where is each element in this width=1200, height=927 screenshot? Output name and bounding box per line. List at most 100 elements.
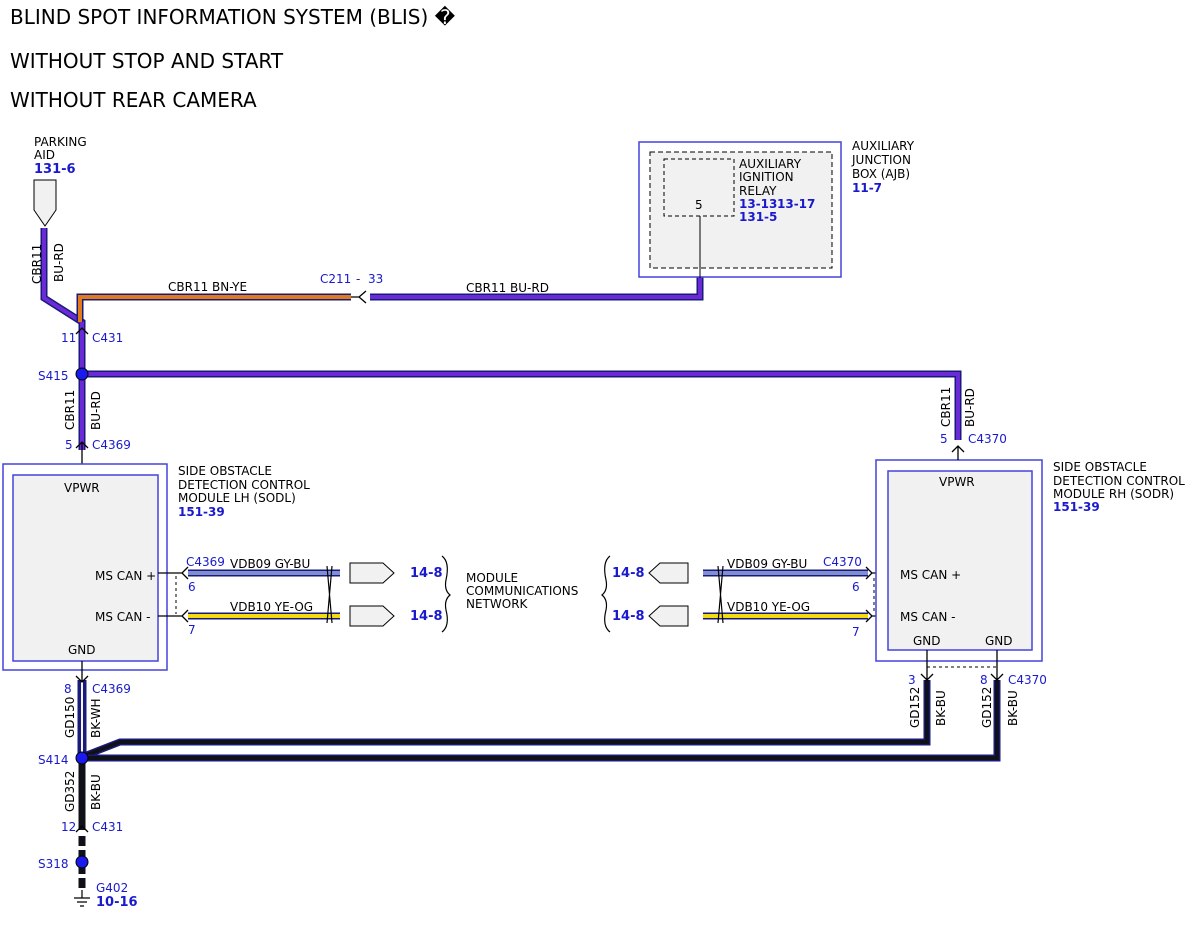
- c211-connector-icon: [351, 290, 367, 304]
- c211-dash: -: [356, 272, 360, 286]
- sodl-label: MODULE LH (SODL): [178, 491, 296, 505]
- relay-pin: 5: [695, 198, 703, 212]
- wire-cbr11-parking-aid: [40, 228, 86, 336]
- c4370-label: C4370: [968, 432, 1007, 446]
- twisted-pair-icon: [717, 565, 724, 624]
- relay-ref[interactable]: 13-13: [739, 197, 777, 211]
- network-pointer-icon: [349, 605, 395, 627]
- c4370-pin5: 5: [940, 432, 948, 446]
- sodr-vpwr: VPWR: [939, 475, 975, 489]
- wire-label-vdb10: VDB10 YE-OG: [230, 600, 313, 614]
- c4369-connector-icon: [75, 441, 89, 464]
- wire-label-gd152: GD152: [980, 687, 994, 728]
- c4369-pin8: 8: [64, 682, 72, 696]
- network-ref[interactable]: 14-8: [612, 566, 645, 581]
- parking-aid-label: PARKING: [34, 135, 87, 149]
- wire-label-bu-rd: BU-RD: [52, 243, 66, 282]
- relay-label: IGNITION: [739, 170, 794, 184]
- c4370-gnd-pin3-icon: [920, 650, 934, 681]
- network-ref[interactable]: 14-8: [410, 566, 443, 581]
- c4369-gnd-connector-icon: [75, 661, 89, 683]
- c4369-label: C4369: [92, 438, 131, 452]
- c4370-gnd-pin8-icon: [990, 650, 1004, 681]
- splice-s415-label: S415: [38, 369, 69, 383]
- page-subtitle-2: WITHOUT REAR CAMERA: [10, 88, 257, 112]
- parking-aid-ref[interactable]: 131-6: [34, 162, 76, 177]
- ajb-label: AUXILIARY: [852, 139, 915, 153]
- sodl-ms-can-minus: MS CAN -: [95, 610, 151, 624]
- ajb-label: JUNCTION: [851, 153, 911, 167]
- wire-label-bk-bu: BK-BU: [1006, 690, 1020, 726]
- wire-label-bk-wh: BK-WH: [89, 698, 103, 738]
- sodl-ref[interactable]: 151-39: [178, 505, 225, 519]
- network-ref[interactable]: 14-8: [410, 609, 443, 624]
- c4369-can-plus-icon: [158, 566, 189, 580]
- wire-cbr11-bu-rd-ajb: [370, 277, 704, 301]
- ajb-ref[interactable]: 11-7: [852, 181, 882, 195]
- splice-s415: [75, 367, 89, 381]
- c431-bottom-connector-icon: [75, 825, 89, 833]
- wire-label-cbr11: CBR11: [939, 387, 953, 427]
- c4369-can-minus-icon: [158, 609, 189, 623]
- splice-s414-label: S414: [38, 753, 69, 767]
- splice-s414: [75, 751, 89, 765]
- c4369-pin7: 7: [188, 623, 196, 637]
- splice-s318-label: S318: [38, 857, 69, 871]
- sodr-ms-can-plus: MS CAN +: [900, 568, 961, 582]
- c431-pin-bottom: 12: [61, 820, 76, 834]
- c431-label: C431: [92, 820, 123, 834]
- sodr-label: MODULE RH (SODR): [1053, 487, 1174, 501]
- ground-ref[interactable]: 10-16: [96, 895, 138, 910]
- twisted-pair-icon: [326, 565, 333, 624]
- wire-label-vdb10: VDB10 YE-OG: [727, 600, 810, 614]
- network-ref[interactable]: 14-8: [612, 609, 645, 624]
- c4369-label: C4369: [92, 682, 131, 696]
- relay-box: [663, 158, 735, 217]
- sodr-gnd-1: GND: [913, 634, 941, 648]
- wire-cbr11-bn-ye: [76, 293, 351, 322]
- c4370-pin7: 7: [852, 625, 860, 639]
- c4370-label: C4370: [823, 555, 862, 569]
- network-label: NETWORK: [466, 597, 529, 611]
- brace-icon: [441, 555, 451, 633]
- network-label: MODULE: [466, 571, 518, 585]
- parking-aid-label: AID: [34, 148, 55, 162]
- c211-label: C211: [320, 272, 351, 286]
- c4370-pin3: 3: [908, 673, 916, 687]
- wire-label-vdb09: VDB09 GY-BU: [230, 557, 310, 571]
- c4370-label: C4370: [1008, 673, 1047, 687]
- wire-label-cbr11: CBR11: [63, 390, 77, 430]
- relay-ref[interactable]: 131-5: [739, 210, 777, 224]
- c4369-label: C4369: [186, 555, 225, 569]
- c4370-pin6: 6: [852, 580, 860, 594]
- c431-connector-icon: [75, 327, 89, 335]
- ground-label: G402: [96, 881, 128, 895]
- relay-label: AUXILIARY: [739, 157, 802, 171]
- ground-icon: [74, 890, 90, 907]
- network-pointer-icon: [349, 562, 395, 584]
- relay-ref[interactable]: 13-17: [777, 197, 815, 211]
- page-title: BLIND SPOT INFORMATION SYSTEM (BLIS) �: [10, 5, 456, 29]
- wire-label-bk-bu: BK-BU: [89, 774, 103, 810]
- wire-label-cbr11-bn-ye: CBR11 BN-YE: [168, 280, 247, 294]
- splice-s318: [75, 855, 89, 869]
- wire-label-gd352: GD352: [63, 771, 77, 812]
- sodr-label: DETECTION CONTROL: [1053, 474, 1185, 488]
- ajb-label: BOX (AJB): [852, 167, 910, 181]
- sodl-label: SIDE OBSTACLE: [178, 464, 272, 478]
- wire-label-bu-rd: BU-RD: [963, 388, 977, 427]
- wire-label-cbr11: CBR11: [30, 244, 44, 284]
- c4369-pin5: 5: [65, 438, 73, 452]
- c211-pin: 33: [368, 272, 383, 286]
- c4370-pin8: 8: [980, 673, 988, 687]
- sodr-ref[interactable]: 151-39: [1053, 500, 1100, 514]
- wire-gd152-pin3: [82, 680, 931, 760]
- c431-label: C431: [92, 331, 123, 345]
- sodl-gnd: GND: [68, 643, 96, 657]
- page-subtitle-1: WITHOUT STOP AND START: [10, 49, 284, 73]
- parking-aid-connector-icon: [33, 179, 57, 227]
- wire-label-vdb09: VDB09 GY-BU: [727, 557, 807, 571]
- wire-label-bk-bu: BK-BU: [934, 690, 948, 726]
- brace-icon: [601, 555, 611, 633]
